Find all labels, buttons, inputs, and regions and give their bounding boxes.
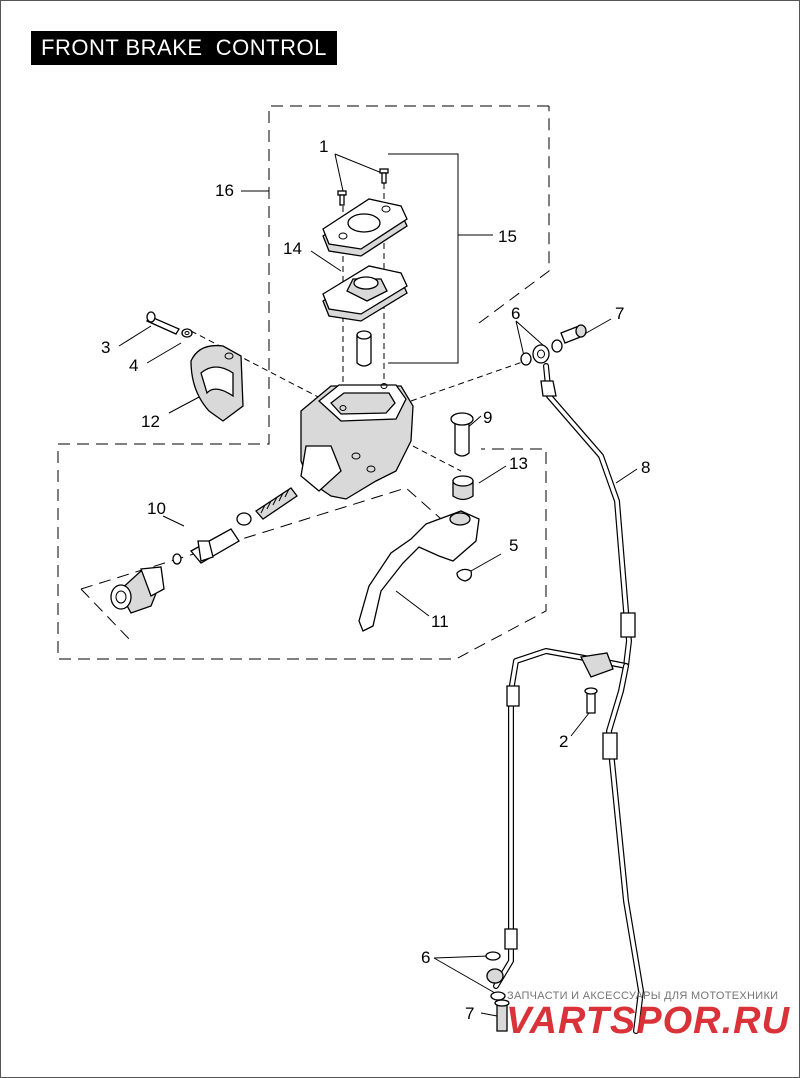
hose-clamp-screw [584, 687, 598, 714]
callout-12: 12 [141, 412, 160, 431]
callout-6-lower: 6 [421, 948, 430, 967]
callout-5: 5 [509, 536, 518, 555]
callout-13: 13 [509, 454, 528, 473]
callout-9: 9 [483, 408, 492, 427]
watermark: ЗАПЧАСТИ И АКСЕССУАРЫ ДЛЯ МОТОТЕХНИКИ VA… [506, 990, 791, 1042]
reservoir-cover-screws [337, 168, 389, 206]
callout-4: 4 [129, 356, 138, 375]
pivot-bushing [452, 475, 474, 501]
master-cylinder-body [300, 383, 414, 500]
brake-lever [358, 510, 480, 632]
callout-8: 8 [641, 458, 650, 477]
callout-2: 2 [559, 732, 568, 751]
sealing-washers-upper [520, 339, 563, 366]
sight-plug [356, 330, 372, 367]
watermark-logo: VARTSPOR.RU [506, 1000, 791, 1042]
callout-10: 10 [147, 499, 166, 518]
diagram-title: FRONT BRAKE CONTROL [31, 31, 337, 65]
callout-1: 1 [319, 137, 328, 156]
brake-hose [493, 363, 644, 1034]
callout-16: 16 [215, 181, 234, 200]
handlebar-clamp [190, 344, 244, 422]
banjo-bolt-lower [494, 999, 510, 1032]
piston-kit [110, 487, 298, 614]
callout-3: 3 [101, 338, 110, 357]
callout-7-lower: 7 [465, 1004, 474, 1023]
retaining-ring [456, 568, 473, 582]
clamp-washer [181, 328, 193, 338]
watermark-caption: ЗАПЧАСТИ И АКСЕССУАРЫ ДЛЯ МОТОТЕХНИКИ [507, 990, 778, 1002]
leader-lines [118, 153, 638, 1017]
callout-7-upper: 7 [615, 304, 624, 323]
callout-6-upper: 6 [511, 304, 520, 323]
clamp-screw [146, 311, 180, 335]
reservoir-diaphragm [322, 265, 408, 322]
pivot-pin [450, 412, 474, 457]
kit-10-boundary [80, 487, 467, 642]
kit-16-boundary [57, 105, 550, 660]
banjo-bolt-upper [560, 324, 587, 344]
callout-14: 14 [283, 239, 302, 258]
callout-11: 11 [431, 612, 449, 631]
callout-15: 15 [498, 227, 517, 246]
sealing-washers-lower [485, 951, 506, 1001]
reservoir-cover [322, 198, 408, 257]
